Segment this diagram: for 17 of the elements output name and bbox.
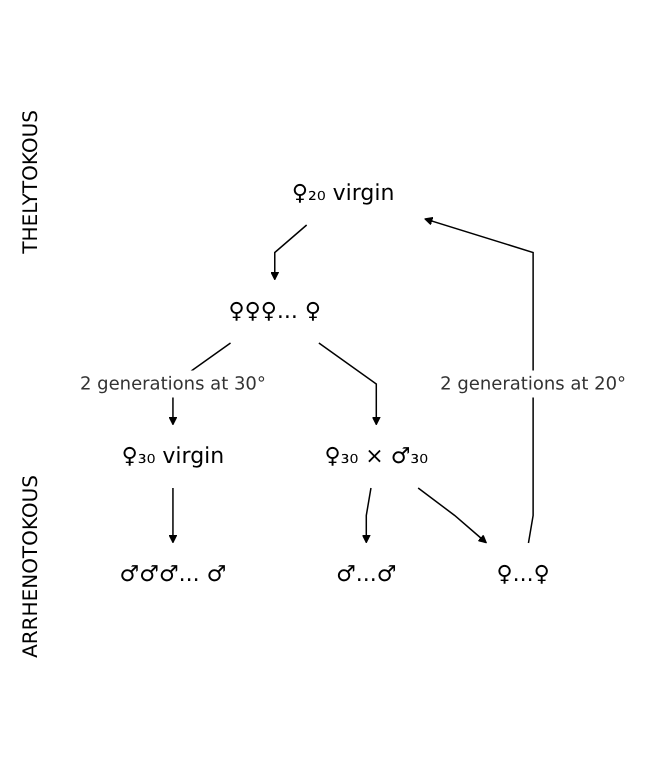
node-text: ♀₂₀ virgin <box>292 181 394 206</box>
arrow <box>318 342 381 426</box>
node-text: ♀♀♀... ♀ <box>228 298 321 324</box>
arrow <box>362 488 372 544</box>
arrow <box>424 216 534 544</box>
edge-label: 2 generations at 20° <box>440 373 626 394</box>
arrow <box>270 224 308 280</box>
node-text: ♂...♂ <box>336 562 396 587</box>
side-label: ARRHENOTOKOUS <box>18 474 42 658</box>
node-text: ♂♂♂... ♂ <box>119 562 226 587</box>
arrow <box>168 488 178 544</box>
node-text: ♀₃₀ × ♂₃₀ <box>324 444 428 469</box>
edge-label: 2 generations at 30° <box>80 373 266 394</box>
side-label: THELYTOKOUS <box>18 110 42 254</box>
node-text: ♀₃₀ virgin <box>122 444 224 469</box>
arrow <box>418 487 487 544</box>
node-text: ♀...♀ <box>496 562 550 587</box>
